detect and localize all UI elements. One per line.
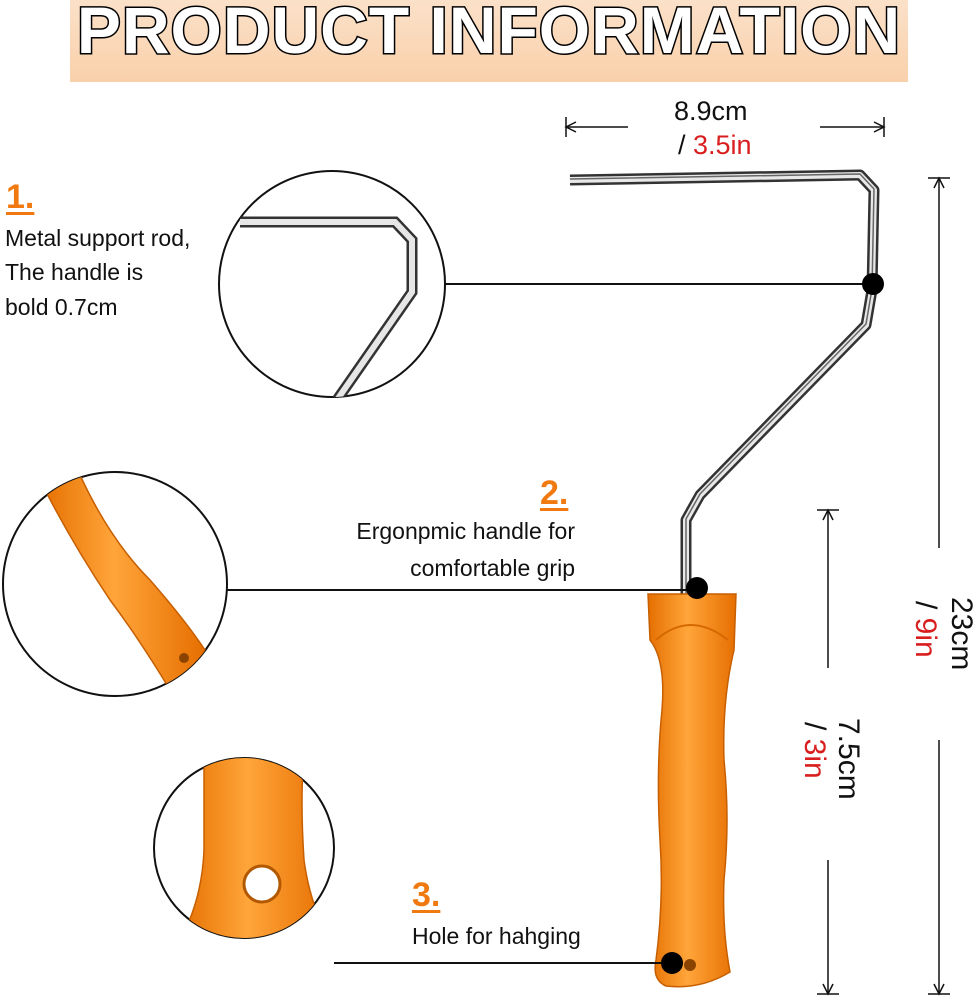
handle-separator: / <box>798 722 831 739</box>
feature-3-number: 3. <box>412 876 441 914</box>
width-imperial-label: / 3.5in <box>678 130 752 160</box>
width-separator: / <box>678 130 694 160</box>
height-metric-label: 23cm <box>945 597 978 671</box>
zoom-circle-rod <box>218 170 446 398</box>
height-separator: / <box>909 601 942 618</box>
feature-1-line-3: bold 0.7cm <box>5 294 118 320</box>
title-banner <box>70 0 908 82</box>
feature-1-line-1: Metal support rod, <box>5 225 191 251</box>
height-dimension-arrow <box>928 176 950 996</box>
feature-2-line-1: Ergonpmic handle for <box>356 518 575 544</box>
zoom-circle-handle <box>2 471 228 697</box>
height-imperial-value: 9in <box>909 617 942 658</box>
feature-2-line-2: comfortable grip <box>410 555 575 581</box>
feature-1-number: 1. <box>6 178 35 216</box>
width-dimension-arrow <box>564 117 886 137</box>
width-imperial-value: 3.5in <box>693 130 752 160</box>
callout-dot-2 <box>686 577 708 599</box>
zoom-circle-hole <box>153 757 335 939</box>
orange-handle <box>647 593 737 988</box>
handle-metric-label: 7.5cm <box>832 718 865 800</box>
feature-2-number: 2. <box>540 474 569 512</box>
leader-lines <box>226 283 872 964</box>
page-title: PRODUCT INFORMATION <box>75 0 902 69</box>
feature-1-line-2: The handle is <box>5 259 144 285</box>
feature-3-line-1: Hole for hahging <box>412 923 581 949</box>
width-metric-label: 8.9cm <box>674 96 748 126</box>
handle-imperial-label: / 3in <box>797 722 831 779</box>
handle-dimension-arrow <box>817 508 839 996</box>
height-imperial-label: / 9in <box>908 601 942 658</box>
callout-dot-3 <box>661 952 683 974</box>
handle-imperial-value: 3in <box>798 738 831 779</box>
callout-dot-1 <box>862 273 884 295</box>
metal-rod <box>569 169 880 600</box>
